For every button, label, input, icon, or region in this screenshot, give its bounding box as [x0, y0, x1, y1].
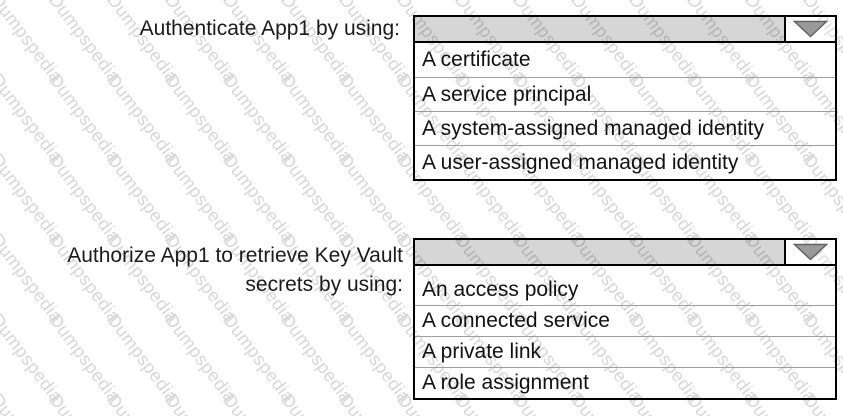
- question-2-dropdown-header[interactable]: [415, 240, 835, 266]
- question-1-options-list: A certificate A service principal A syst…: [415, 43, 835, 179]
- dropdown-option[interactable]: A service principal: [415, 77, 835, 111]
- question-2-label: Authorize App1 to retrieve Key Vault sec…: [67, 244, 403, 296]
- dropdown-option[interactable]: A user-assigned managed identity: [415, 145, 835, 179]
- question-1-label: Authenticate App1 by using:: [139, 17, 400, 40]
- chevron-down-icon: [793, 243, 828, 261]
- dropdown-option[interactable]: A connected service: [415, 305, 835, 336]
- dropdown-option[interactable]: A role assignment: [415, 367, 835, 398]
- question-2-options-list: An access policy A connected service A p…: [415, 266, 835, 398]
- question-1-dropdown-header[interactable]: [415, 17, 835, 43]
- question-2-selected-value[interactable]: [415, 240, 784, 264]
- question-2-dropdown: An access policy A connected service A p…: [413, 238, 837, 400]
- question-2-dropdown-arrow-button[interactable]: [784, 240, 835, 264]
- dropdown-option[interactable]: An access policy: [422, 277, 579, 301]
- dropdown-option[interactable]: A private link: [415, 336, 835, 367]
- chevron-down-icon: [793, 20, 828, 38]
- question-1-dropdown: A certificate A service principal A syst…: [413, 15, 837, 181]
- dropdown-option[interactable]: A certificate: [422, 48, 531, 71]
- question-1-dropdown-arrow-button[interactable]: [784, 17, 835, 41]
- dropdown-option[interactable]: A system-assigned managed identity: [415, 111, 835, 145]
- question-1-selected-value[interactable]: [415, 17, 784, 41]
